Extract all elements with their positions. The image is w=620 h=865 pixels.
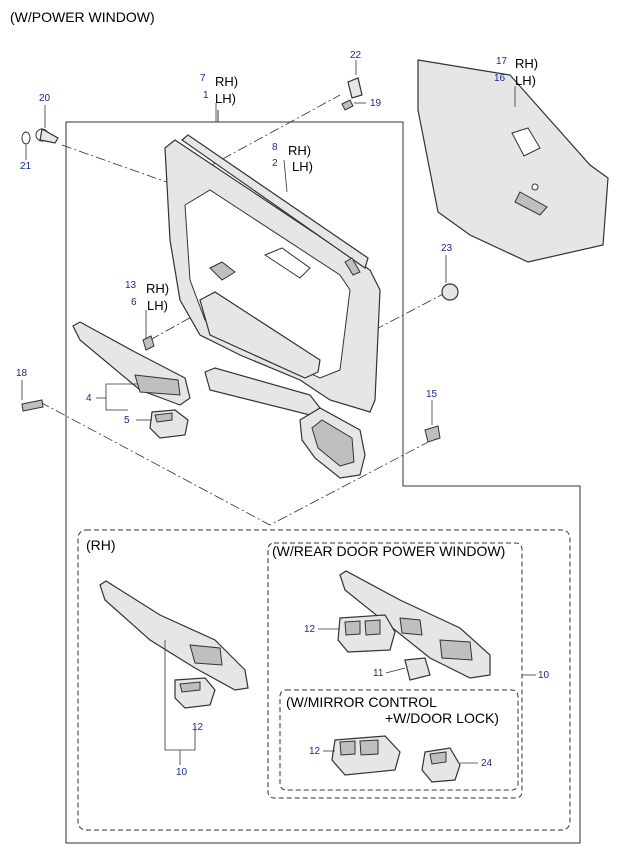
- section-rh-label: (RH): [86, 537, 116, 553]
- rh-armrest-switch: [99, 580, 249, 709]
- screw-part: [341, 99, 354, 111]
- callout-19: 19: [370, 98, 382, 109]
- section-rear-door-label: (W/REAR DOOR POWER WINDOW): [272, 543, 505, 559]
- label-lh-1: LH): [215, 91, 236, 106]
- callout-10-rh: 10: [176, 767, 188, 778]
- section-mirror-label-2: +W/DOOR LOCK): [385, 710, 499, 726]
- callout-15: 15: [426, 389, 438, 400]
- callout-4: 4: [86, 393, 92, 404]
- connector-line-clip: [61, 144, 176, 186]
- callout-2: 2: [272, 158, 278, 169]
- rear-door-window-box: [267, 542, 523, 799]
- insulation-pad: [417, 59, 609, 263]
- label-rh-8: RH): [288, 143, 311, 158]
- callout-16: 16: [494, 73, 506, 84]
- label-lh-16: LH): [515, 73, 536, 88]
- fastener-part: [35, 128, 59, 144]
- door-trim-panel: [164, 139, 381, 479]
- label-lh-2: LH): [292, 159, 313, 174]
- label-rh-17: RH): [515, 56, 538, 71]
- diagram-title: (W/POWER WINDOW): [10, 9, 155, 25]
- callout-10-rear: 10: [538, 670, 550, 681]
- label-rh-7: RH): [215, 74, 238, 89]
- callout-21: 21: [20, 161, 32, 172]
- callout-23: 23: [441, 243, 453, 254]
- callout-12-rear: 12: [304, 624, 316, 635]
- weatherstrip: [181, 134, 369, 276]
- callout-13: 13: [125, 280, 137, 291]
- label-rh-13: RH): [146, 281, 169, 296]
- window-switch-5: [149, 409, 189, 439]
- callout-5: 5: [124, 415, 130, 426]
- callout-12-mirror: 12: [309, 746, 321, 757]
- callout-8: 8: [272, 142, 278, 153]
- mirror-control-box: [279, 689, 519, 791]
- callout-12-rh: 12: [192, 722, 204, 733]
- callout-22: 22: [350, 50, 362, 61]
- options-box: [77, 529, 571, 831]
- callout-20: 20: [39, 93, 51, 104]
- handle-bracket: [142, 335, 155, 351]
- clip-part: [347, 77, 363, 99]
- callout-17: 17: [496, 56, 508, 67]
- rear-door-switch-assembly: [337, 570, 491, 681]
- round-pad: [441, 283, 459, 301]
- callout-11: 11: [373, 668, 384, 679]
- connector-line-fastener: [39, 401, 433, 526]
- callout-24: 24: [481, 758, 493, 769]
- callout-7: 7: [200, 73, 206, 84]
- label-lh-6: LH): [147, 298, 168, 313]
- mirror-control-switch-assembly: [331, 735, 461, 783]
- screw-part-18: [21, 399, 44, 412]
- assembly-frame: [65, 121, 581, 844]
- clip-part-15: [424, 425, 441, 443]
- callout-6: 6: [131, 297, 137, 308]
- washer-part: [21, 131, 31, 145]
- armrest-switch-assembly: [72, 321, 191, 406]
- section-mirror-label-1: (W/MIRROR CONTROL: [286, 694, 437, 710]
- callout-1: 1: [203, 90, 209, 101]
- callout-18: 18: [16, 368, 28, 379]
